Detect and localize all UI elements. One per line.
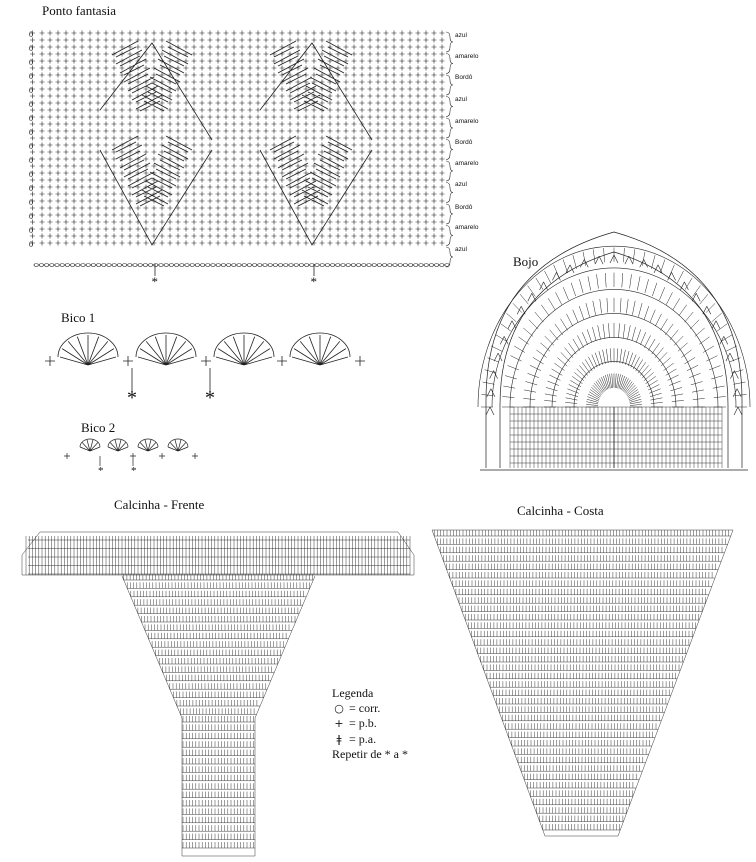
color-label: azul xyxy=(455,96,467,103)
color-label: Bordô xyxy=(455,204,473,211)
bojo-title: Bojo xyxy=(513,254,539,269)
bojo-radial-stitches xyxy=(481,247,747,408)
row-marker: 0 xyxy=(29,114,33,123)
repeat-asterisk: * xyxy=(131,465,137,477)
legend-item-chain: ○ = corr. xyxy=(332,701,408,717)
repeat-asterisk: * xyxy=(311,274,318,289)
ponto-fantasia-chart: 0 0 0 0 0 0 0 0 0 0 0 0 0 0 0 0 * * xyxy=(29,30,454,289)
row-marker: 0 xyxy=(29,86,33,95)
row-marker: 0 xyxy=(29,156,33,165)
legend-repeat-note: Repetir de * a * xyxy=(332,747,408,761)
color-label: Bordô xyxy=(455,139,473,146)
row-marker: 0 xyxy=(29,240,33,249)
bojo-chart xyxy=(477,231,751,471)
calcinha-frente-chart xyxy=(21,531,415,857)
chain-row xyxy=(33,263,450,267)
color-label: Bordô xyxy=(455,74,473,81)
row-marker: 0 xyxy=(29,58,33,67)
legend-item-text: = corr. xyxy=(349,700,381,715)
calcinha-costa-chart xyxy=(431,529,734,837)
color-label: amarelo xyxy=(455,224,479,231)
calcinha-costa-title: Calcinha - Costa xyxy=(517,503,604,518)
calcinha-frente-title: Calcinha - Frente xyxy=(114,497,205,512)
color-bracket xyxy=(445,31,454,268)
bico2-fans xyxy=(64,438,198,466)
row-marker: 0 xyxy=(29,72,33,81)
row-marker: 0 xyxy=(29,170,33,179)
color-label: azul xyxy=(455,246,467,253)
repeat-asterisk: * xyxy=(127,387,137,409)
single-crochet-grid xyxy=(30,30,445,246)
row-marker: 0 xyxy=(29,184,33,193)
row-marker: 0 xyxy=(29,142,33,151)
row-marker: 0 xyxy=(29,198,33,207)
color-label: azul xyxy=(455,32,467,39)
legend-item-text: = p.b. xyxy=(349,716,377,730)
legend-item-single-crochet: + = p.b. xyxy=(332,716,408,732)
row-marker: 0 xyxy=(29,128,33,137)
frente-stitches xyxy=(21,531,415,857)
bojo-fan-border xyxy=(485,254,743,416)
color-label: amarelo xyxy=(455,53,479,60)
ponto-fantasia-title: Ponto fantasia xyxy=(42,3,117,18)
legend-item-double-crochet: ǂ = p.a. xyxy=(332,732,408,748)
row-marker: 0 xyxy=(29,44,33,53)
bojo-bottom-rows xyxy=(509,406,723,468)
bico1-chart: ** xyxy=(45,332,365,409)
fan-cluster xyxy=(99,40,373,246)
color-label: azul xyxy=(455,181,467,188)
bico2-title: Bico 2 xyxy=(81,420,116,435)
row-marker: 0 xyxy=(29,212,33,221)
bojo-border xyxy=(480,231,748,471)
costa-stitches xyxy=(431,529,734,837)
legend-title: Legenda xyxy=(332,686,374,700)
repeat-asterisk: * xyxy=(98,465,104,477)
bico1-fans xyxy=(45,332,365,395)
bico1-title: Bico 1 xyxy=(61,310,96,325)
chain-symbol-icon: ○ xyxy=(334,701,344,715)
double-crochet-symbol-icon: ǂ xyxy=(336,732,342,746)
single-crochet-symbol-icon: + xyxy=(334,717,344,730)
bico2-chart: ** xyxy=(64,438,198,477)
row-marker: 0 xyxy=(29,30,33,39)
repeat-asterisk: * xyxy=(152,274,159,289)
repeat-asterisk: * xyxy=(205,387,215,409)
color-label: amarelo xyxy=(455,118,479,125)
row-marker: 0 xyxy=(29,100,33,109)
row-marker: 0 xyxy=(29,226,33,235)
color-label: amarelo xyxy=(455,160,479,167)
legend: Legenda ○ = corr. + = p.b. ǂ = p.a. Repe… xyxy=(332,686,408,762)
legend-item-text: = p.a. xyxy=(349,731,377,746)
